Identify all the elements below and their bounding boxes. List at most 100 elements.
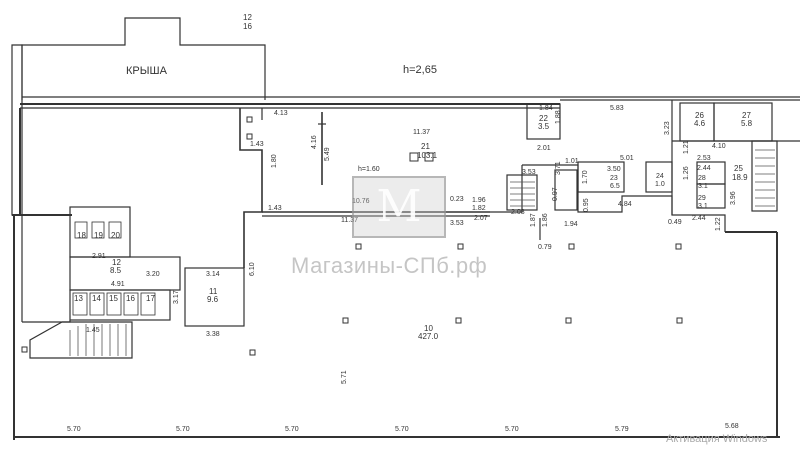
dimension-label: 1.80 (271, 154, 278, 168)
room-22-number: 22 (539, 114, 548, 123)
room-11-area: 9.6 (207, 295, 219, 304)
dimension-label: 0.49 (668, 219, 682, 226)
room-26-number: 26 (695, 111, 704, 120)
dimension-label: 2.01 (537, 145, 551, 152)
room-21-number: 21 (421, 142, 430, 151)
room-26-area: 4.6 (694, 119, 706, 128)
room-24-area: 1.0 (655, 181, 665, 188)
column (676, 317, 683, 324)
dimension-label: 2.44 (692, 215, 706, 222)
dimension-label: 3.50 (607, 166, 621, 173)
column (565, 317, 572, 324)
room-12-area: 8.5 (110, 266, 122, 275)
wc-number: 20 (111, 231, 120, 240)
room-27-area: 5.8 (741, 119, 753, 128)
dimension-label: 3.38 (206, 331, 220, 338)
room-28-area: 3.1 (698, 183, 708, 190)
dimension-label: 3.53 (450, 220, 464, 227)
dimension-label: 0.95 (583, 198, 590, 212)
dimension-label: 1.22 (715, 217, 722, 231)
room-22-area: 3.5 (538, 122, 550, 131)
room-22-outline (526, 103, 561, 140)
dimension-label: 1.70 (582, 170, 589, 184)
dimension-label: 5.70 (395, 426, 409, 433)
dimension-label: 3.96 (730, 191, 737, 205)
dimension-label: 10.76 (352, 198, 370, 205)
ceiling-height-label: h=2,65 (403, 64, 437, 76)
column (455, 317, 462, 324)
dimension-label: 1.84 (539, 105, 553, 112)
room-29-area: 3.1 (698, 203, 708, 210)
dimension-label: 3.17 (173, 290, 180, 304)
room-11-outline (184, 267, 245, 327)
dimension-label: 0.79 (538, 244, 552, 251)
room-12-number: 12 (112, 258, 121, 267)
column (342, 317, 349, 324)
dimension-label: 1.88 (555, 110, 562, 124)
room-21-area: 103.1 (417, 151, 438, 160)
dimension-label: 5.49 (324, 147, 331, 161)
dimension-label: 5.01 (620, 155, 634, 162)
dimension-label: 1.86 (542, 213, 549, 227)
wc-row-outline (69, 289, 171, 321)
room-24-number: 24 (656, 173, 664, 180)
dimension-label: 1.26 (683, 166, 690, 180)
dimension-label: 5.70 (176, 426, 190, 433)
dimension-label: 1.43 (268, 205, 282, 212)
dimension-label: 4.10 (712, 143, 726, 150)
roof-outline (21, 17, 266, 100)
room-12-roof-area: 16 (243, 22, 252, 31)
dimension-label: 3.14 (206, 271, 220, 278)
dimension-label: 6.10 (249, 262, 256, 276)
room-27-number: 27 (742, 111, 751, 120)
wc-number: 19 (94, 231, 103, 240)
dimension-label: 1.01 (565, 158, 579, 165)
dimension-label: 1.94 (564, 221, 578, 228)
wc-number: 13 (74, 294, 83, 303)
room-28-number: 28 (698, 175, 706, 182)
dimension-label: 4.84 (618, 201, 632, 208)
dimension-label: 1.87 (530, 213, 537, 227)
column (675, 243, 682, 250)
room-10-number: 10 (424, 324, 433, 333)
room-25-area: 18.9 (732, 173, 748, 182)
dimension-label: 5.71 (341, 370, 348, 384)
dimension-label: 2.44 (697, 165, 711, 172)
column (21, 346, 28, 353)
room-22b-outline (554, 169, 578, 211)
wc-number: 14 (92, 294, 101, 303)
room-12-outline (69, 256, 181, 291)
dimension-label: 4.91 (111, 281, 125, 288)
dimension-label: 1.96 (472, 197, 486, 204)
wc-number: 18 (77, 231, 86, 240)
dimension-label: 1.43 (250, 141, 264, 148)
stair-right-outline (751, 140, 778, 212)
watermark-logo-letter: М (376, 181, 422, 232)
room-10-area: 427.0 (418, 332, 439, 341)
room-12-roof-number: 12 (243, 13, 252, 22)
column (246, 133, 253, 140)
dimension-label: 3.23 (664, 121, 671, 135)
dimension-label: 3.53 (522, 169, 536, 176)
column (246, 116, 253, 123)
dimension-label: 3.71 (555, 161, 562, 175)
dimension-label: 2.08 (511, 209, 525, 216)
column (355, 243, 362, 250)
corridor-wall (522, 164, 726, 232)
dimension-label: 1.45 (86, 327, 100, 334)
dimension-label: 4.16 (311, 135, 318, 149)
column (409, 152, 419, 162)
wc-number: 17 (146, 294, 155, 303)
dimension-label: 1.82 (472, 205, 486, 212)
watermark-logo: М (352, 176, 446, 238)
dimension-label: 5.70 (505, 426, 519, 433)
lobby-partition (239, 108, 263, 268)
stair-left-outline (29, 321, 133, 359)
dimension-label: 2.91 (92, 253, 106, 260)
dimension-label: 4.13 (274, 110, 288, 117)
dimension-label: 0.97 (552, 187, 559, 201)
windows-activation-notice: Активация Windows (666, 433, 768, 445)
dimension-label: 11.37 (413, 129, 430, 136)
dimension-label: 0.23 (450, 196, 464, 203)
room-23-number: 23 (610, 175, 618, 182)
